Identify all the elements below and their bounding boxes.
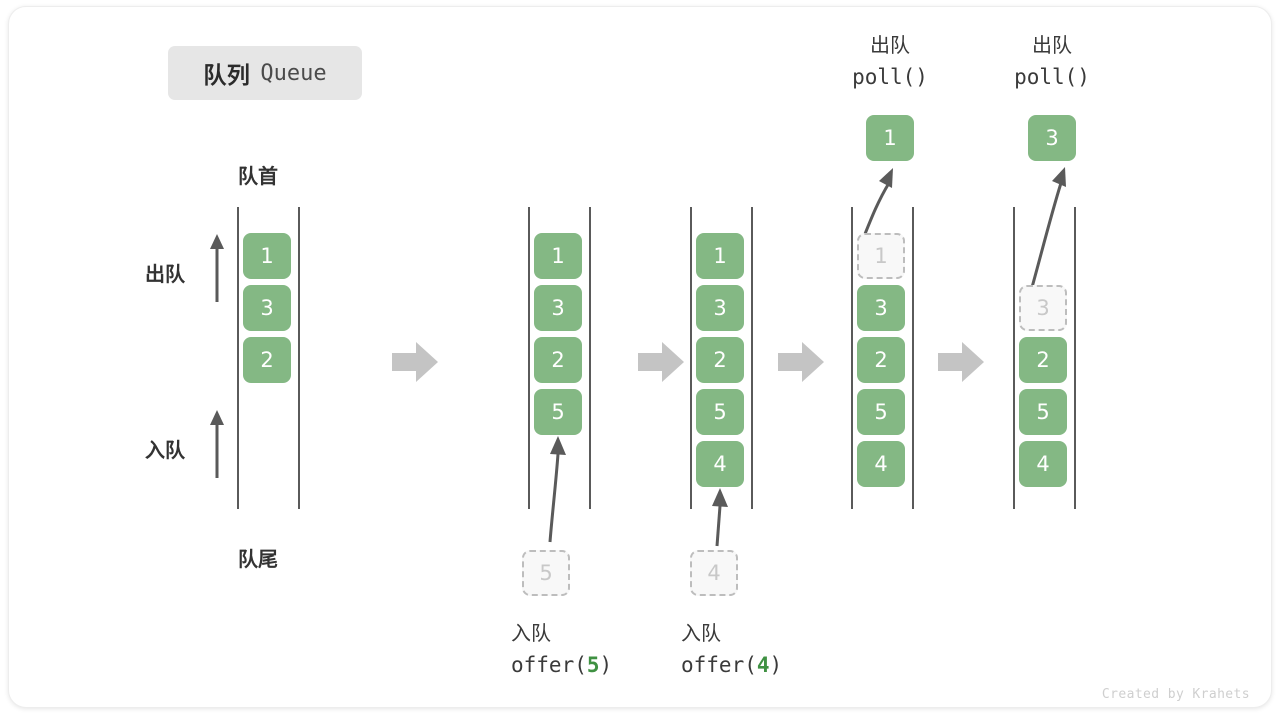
rear-label: 队尾 (238, 547, 278, 571)
queue-cell: 1 (534, 233, 582, 279)
outgoing-element: 3 (1028, 115, 1076, 161)
rail-left-col5 (1013, 207, 1015, 509)
enqueue-curve-arrow-icon (712, 488, 728, 547)
dequeue-direction-label: 出队 (145, 262, 185, 286)
rail-right-col2 (589, 207, 591, 509)
queue-cell: 5 (1019, 389, 1067, 435)
code-arg: 4 (756, 653, 770, 677)
operation-code: offer(5) (445, 649, 645, 682)
operation-label-offer-5: 入队 offer(5) (445, 618, 645, 682)
rail-right-col4 (912, 207, 914, 509)
incoming-element: 4 (690, 550, 738, 596)
dequeue-curve-arrow-icon (1029, 167, 1066, 292)
rail-left-col3 (690, 207, 692, 509)
operation-cn: 入队 (681, 621, 721, 645)
rail-left-col1 (237, 207, 239, 509)
queue-cell-removed: 1 (857, 233, 905, 279)
code-prefix: offer( (511, 653, 587, 677)
queue-cell: 3 (696, 285, 744, 331)
operation-code: offer(4) (615, 649, 815, 682)
code-prefix: offer( (681, 653, 757, 677)
queue-cell: 2 (534, 337, 582, 383)
flow-arrow-icon (938, 342, 984, 382)
outgoing-element: 1 (866, 115, 914, 161)
incoming-element: 5 (522, 550, 570, 596)
operation-code: poll() (1014, 65, 1090, 89)
operation-code: poll() (852, 65, 928, 89)
code-arg: 5 (586, 653, 600, 677)
dequeue-direction-arrow-icon (210, 234, 224, 302)
queue-cell: 5 (534, 389, 582, 435)
title-cn: 队列 (203, 63, 251, 89)
enqueue-direction-arrow-icon (210, 410, 224, 478)
queue-cell: 1 (696, 233, 744, 279)
operation-label-offer-4: 入队 offer(4) (615, 618, 815, 682)
rail-left-col4 (851, 207, 853, 509)
queue-cell: 3 (243, 285, 291, 331)
rail-right-col5 (1074, 207, 1076, 509)
queue-cell: 4 (1019, 441, 1067, 487)
operation-cn: 出队 (870, 33, 910, 57)
queue-cell: 5 (857, 389, 905, 435)
flow-arrow-icon (392, 342, 438, 382)
queue-cell: 5 (696, 389, 744, 435)
rail-right-col3 (751, 207, 753, 509)
queue-cell: 2 (857, 337, 905, 383)
queue-cell: 4 (857, 441, 905, 487)
rail-left-col2 (528, 207, 530, 509)
watermark: Created by Krahets (1101, 687, 1250, 702)
title-badge: 队列 Queue (168, 46, 362, 100)
enqueue-direction-label: 入队 (145, 438, 185, 462)
flow-arrow-icon (778, 342, 824, 382)
title-en: Queue (260, 60, 327, 86)
operation-cn: 出队 (1032, 33, 1072, 57)
code-suffix: ) (769, 653, 783, 677)
front-label: 队首 (238, 164, 278, 188)
code-suffix: ) (599, 653, 613, 677)
queue-cell: 3 (857, 285, 905, 331)
queue-cell: 2 (243, 337, 291, 383)
operation-label-poll-3: 出队 poll() (962, 30, 1142, 94)
queue-cell: 1 (243, 233, 291, 279)
enqueue-curve-arrow-icon (548, 436, 566, 543)
queue-cell: 2 (696, 337, 744, 383)
operation-label-poll-1: 出队 poll() (800, 30, 980, 94)
rail-right-col1 (298, 207, 300, 509)
queue-cell: 3 (534, 285, 582, 331)
queue-cell: 2 (1019, 337, 1067, 383)
operation-cn: 入队 (511, 621, 551, 645)
flow-arrow-icon (638, 342, 684, 382)
queue-cell-removed: 3 (1019, 285, 1067, 331)
dequeue-curve-arrow-icon (861, 168, 893, 240)
queue-cell: 4 (696, 441, 744, 487)
